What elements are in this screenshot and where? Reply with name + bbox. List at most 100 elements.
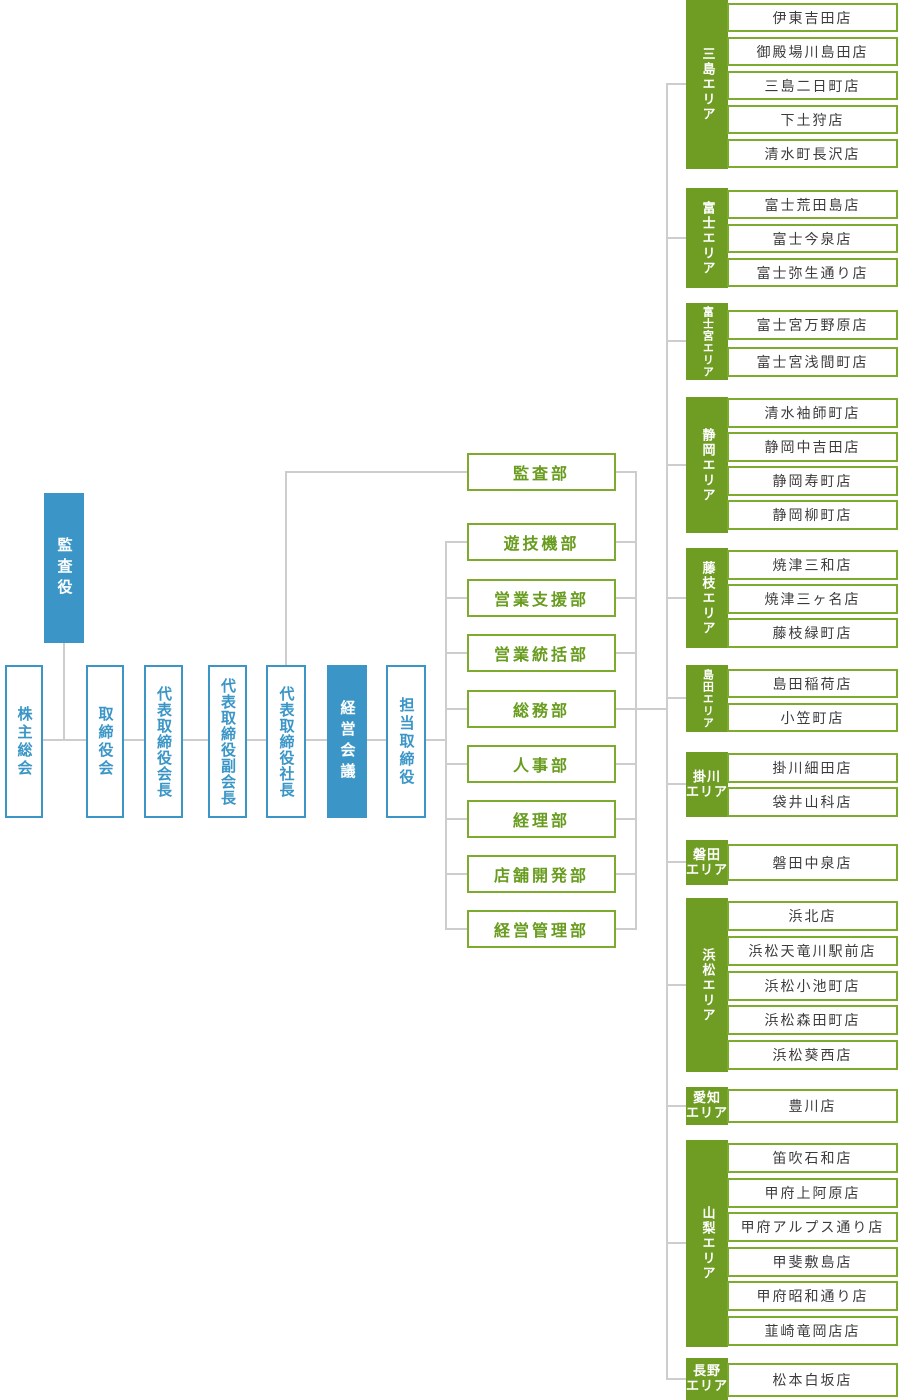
connector-line xyxy=(445,928,467,930)
store-box: 豊川店 xyxy=(727,1089,898,1123)
store-box: 笛吹石和店 xyxy=(727,1143,898,1173)
store-box: 焼津三和店 xyxy=(727,550,898,580)
store-box: 富士弥生通り店 xyxy=(727,258,898,287)
connector-line xyxy=(666,83,686,85)
connector-line xyxy=(445,818,467,820)
store-box: 甲斐敷島店 xyxy=(727,1247,898,1277)
area-label-aichi: 愛知 エリア xyxy=(686,1087,728,1125)
dept-box-sales-management: 営業統括部 xyxy=(467,634,616,672)
connector-line xyxy=(666,1105,686,1107)
connector-line xyxy=(666,597,686,599)
dept-box-management-control: 経営管理部 xyxy=(467,910,616,948)
connector-line xyxy=(666,697,686,699)
store-box: 浜松小池町店 xyxy=(727,971,898,1001)
connector-line xyxy=(666,1378,686,1380)
connector-line xyxy=(666,237,686,239)
store-box: 富士宮浅間町店 xyxy=(727,347,898,377)
store-box: 浜北店 xyxy=(727,901,898,931)
dept-box-store-development: 店舗開発部 xyxy=(467,855,616,893)
area-label-shizuoka: 静岡エリア xyxy=(686,397,728,533)
store-box: 清水袖師町店 xyxy=(727,398,898,428)
connector-line xyxy=(666,861,686,863)
store-box: 島田稲荷店 xyxy=(727,669,898,698)
connector-line xyxy=(666,1242,686,1244)
connector-line xyxy=(445,597,467,599)
area-label-nagano: 長野 エリア xyxy=(686,1358,728,1400)
connector-line xyxy=(666,783,686,785)
auditor-box: 監査役 xyxy=(44,493,84,643)
store-box: 富士宮万野原店 xyxy=(727,310,898,340)
connector-line xyxy=(616,471,636,473)
area-label-shimada: 島田エリア xyxy=(686,665,728,732)
store-box: 静岡中吉田店 xyxy=(727,432,898,462)
store-box: 袋井山科店 xyxy=(727,787,898,817)
dept-box-general-affairs: 総務部 xyxy=(467,690,616,728)
connector-line xyxy=(63,643,65,740)
connector-line xyxy=(616,873,636,875)
connector-line xyxy=(635,471,637,930)
connector-line xyxy=(616,597,636,599)
store-box: 下土狩店 xyxy=(727,105,898,134)
dept-box-human-resources: 人事部 xyxy=(467,745,616,783)
store-box: 焼津三ヶ名店 xyxy=(727,584,898,614)
connector-line xyxy=(616,818,636,820)
area-label-fujieda: 藤枝エリア xyxy=(686,548,728,648)
store-box: 松本白坂店 xyxy=(727,1363,898,1397)
store-box: 甲府上阿原店 xyxy=(727,1178,898,1208)
connector-line xyxy=(445,541,447,930)
dept-box-game-machine: 遊技機部 xyxy=(467,523,616,561)
area-label-fujinomiya: 富士宮エリア xyxy=(686,303,728,380)
store-box: 韮崎竜岡店店 xyxy=(727,1316,898,1346)
store-box: 伊東吉田店 xyxy=(727,3,898,32)
store-box: 富士今泉店 xyxy=(727,224,898,253)
store-box: 御殿場川島田店 xyxy=(727,37,898,66)
connector-line xyxy=(445,763,467,765)
store-box: 三島二日町店 xyxy=(727,71,898,100)
store-box: 浜松森田町店 xyxy=(727,1005,898,1035)
connector-line xyxy=(247,739,266,741)
exec-box-vice-chairman: 代表取締役副会長 xyxy=(208,665,247,818)
area-label-kakegawa: 掛川 エリア xyxy=(686,752,728,817)
connector-line xyxy=(43,739,86,741)
dept-box-accounting: 経理部 xyxy=(467,800,616,838)
connector-line xyxy=(124,739,144,741)
store-box: 掛川細田店 xyxy=(727,753,898,783)
area-label-fuji: 富士エリア xyxy=(686,188,728,288)
area-label-mishima: 三島エリア xyxy=(686,0,728,169)
connector-line xyxy=(285,471,287,665)
connector-line xyxy=(367,739,386,741)
exec-box-board-of-directors: 取締役会 xyxy=(86,665,124,818)
connector-line xyxy=(285,471,467,473)
connector-line xyxy=(306,739,327,741)
connector-line xyxy=(616,763,636,765)
connector-line xyxy=(666,464,686,466)
store-box: 浜松葵西店 xyxy=(727,1040,898,1070)
connector-line xyxy=(445,873,467,875)
connector-line xyxy=(666,340,686,342)
store-box: 小笠町店 xyxy=(727,703,898,732)
area-label-hamamatsu: 浜松エリア xyxy=(686,898,728,1072)
area-label-iwata: 磐田 エリア xyxy=(686,840,728,885)
store-box: 藤枝緑町店 xyxy=(727,618,898,648)
connector-line xyxy=(666,83,668,1380)
connector-line xyxy=(183,739,208,741)
area-label-yamanashi: 山梨エリア xyxy=(686,1140,728,1347)
dept-box-audit: 監査部 xyxy=(467,453,616,491)
connector-line xyxy=(616,541,636,543)
connector-line xyxy=(616,708,668,710)
connector-line xyxy=(426,739,447,741)
exec-box-management-meeting: 経営会議 xyxy=(327,665,367,818)
connector-line xyxy=(445,652,467,654)
exec-box-shareholders-meeting: 株主総会 xyxy=(5,665,43,818)
exec-box-president: 代表取締役社長 xyxy=(266,665,306,818)
exec-box-director-in-charge: 担当取締役 xyxy=(386,665,426,818)
connector-line xyxy=(616,928,636,930)
store-box: 静岡柳町店 xyxy=(727,500,898,530)
store-box: 甲府昭和通り店 xyxy=(727,1281,898,1311)
connector-line xyxy=(666,984,686,986)
store-box: 甲府アルプス通り店 xyxy=(727,1212,898,1242)
store-box: 磐田中泉店 xyxy=(727,844,898,881)
store-box: 静岡寿町店 xyxy=(727,466,898,496)
connector-line xyxy=(445,541,467,543)
